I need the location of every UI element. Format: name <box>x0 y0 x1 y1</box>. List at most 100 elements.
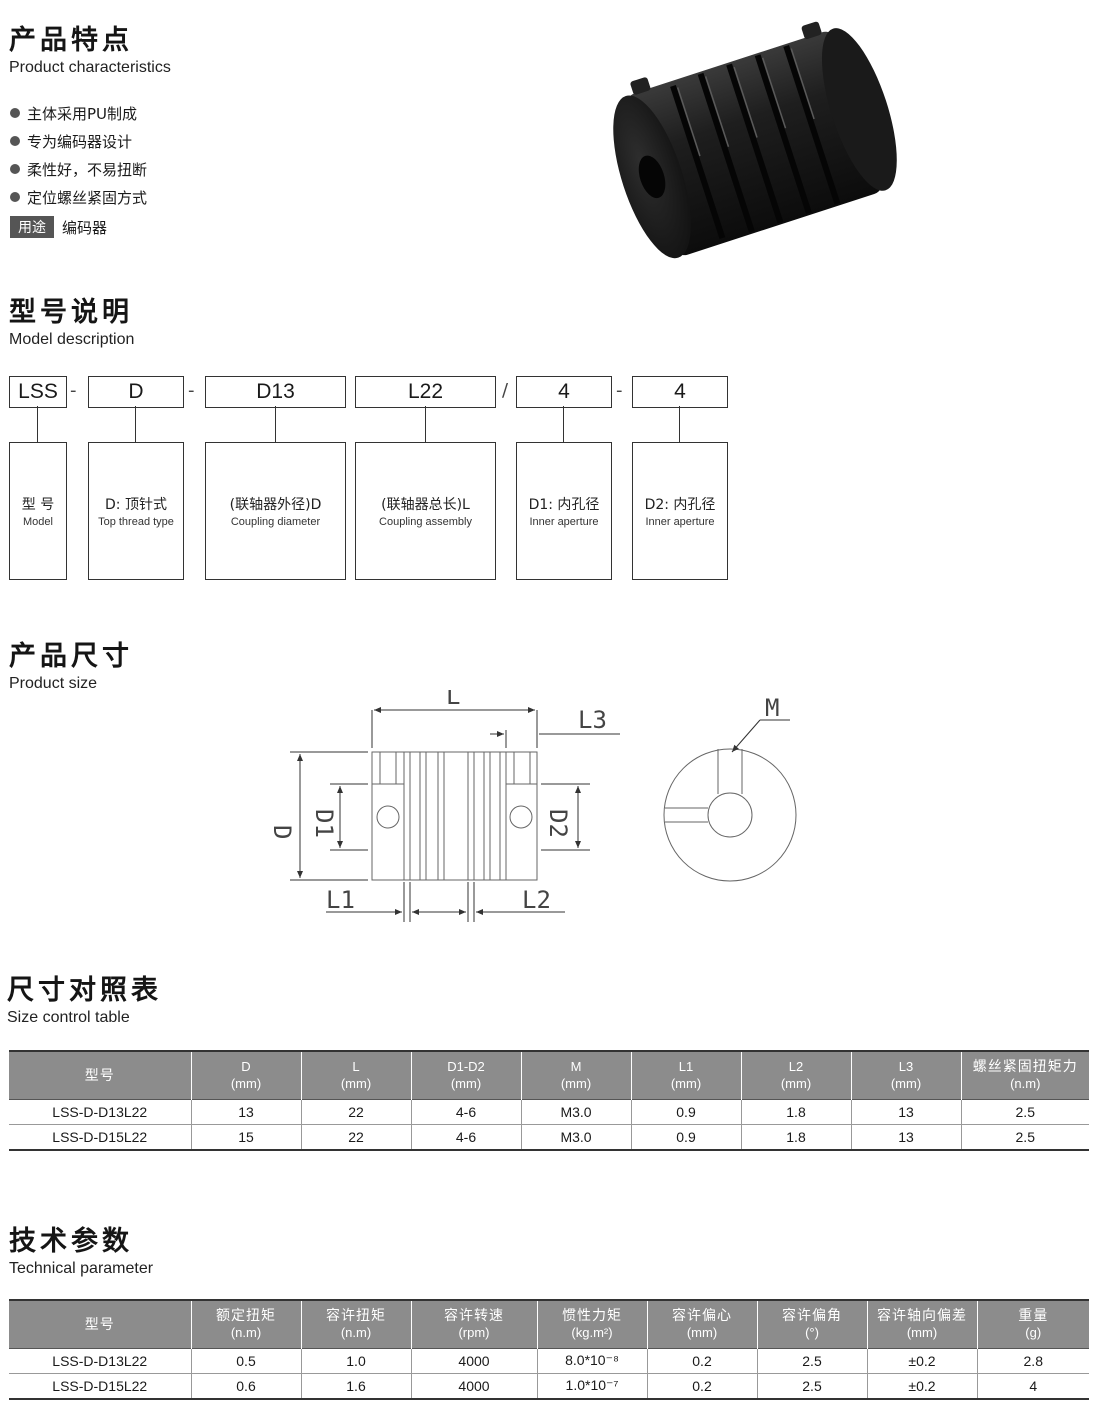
header-cell: 额定扭矩(n.m) <box>191 1300 302 1348</box>
size-table-title-cn: 尺寸对照表 <box>7 975 162 1006</box>
desc-en: Top thread type <box>98 516 174 528</box>
table-cell: LSS-D-D15L22 <box>9 1124 192 1151</box>
size-title-cn: 产品尺寸 <box>9 641 133 672</box>
table-cell: 4 <box>977 1373 1089 1400</box>
desc-en: Inner aperture <box>529 516 599 528</box>
table-cell: 1.8 <box>741 1124 852 1151</box>
feature-text: 柔性好，不易扭断 <box>27 160 148 179</box>
desc-cn: D: 顶针式 <box>105 497 167 513</box>
tech-table-title-en: Technical parameter <box>9 1260 154 1277</box>
table-cell: 1.0 <box>301 1347 412 1374</box>
table-cell: 8.0*10⁻⁸ <box>537 1347 648 1374</box>
use-value: 编码器 <box>62 218 108 237</box>
connector-line <box>37 406 38 442</box>
model-separator: - <box>70 380 77 401</box>
table-cell: 2.5 <box>757 1373 868 1400</box>
table-cell: 1.8 <box>741 1098 852 1125</box>
connector-line <box>563 406 564 442</box>
header-cell: 型号 <box>9 1051 192 1099</box>
table-cell: 22 <box>301 1098 412 1125</box>
dim-label-L: L <box>446 690 460 710</box>
desc-cn: 型 号 <box>21 497 55 513</box>
model-desc-box: D1: 内孔径 Inner aperture <box>516 442 612 580</box>
model-separator: - <box>188 380 195 401</box>
connector-line <box>135 406 136 442</box>
table-cell: ±0.2 <box>867 1347 978 1374</box>
model-code: D13 <box>256 380 295 403</box>
table-cell: 2.5 <box>961 1098 1089 1125</box>
bullet-icon <box>10 164 20 174</box>
table-cell: 2.5 <box>757 1347 868 1374</box>
table-cell: 2.8 <box>977 1347 1089 1374</box>
product-image <box>613 21 897 259</box>
header-cell: 容许扭矩(n.m) <box>301 1300 412 1348</box>
model-code-box: 4 <box>632 376 728 408</box>
model-code-box: LSS <box>9 376 67 408</box>
table-cell: 0.5 <box>191 1347 302 1374</box>
model-separator: / <box>502 380 509 401</box>
dim-label-M: M <box>765 694 779 722</box>
table-cell: LSS-D-D15L22 <box>9 1373 192 1400</box>
size-table: 型号 D(mm) L(mm) D1-D2(mm) M(mm) L1(mm) L2… <box>9 1050 1089 1151</box>
feature-item: 专为编码器设计 <box>10 130 147 152</box>
header-cell: D(mm) <box>191 1051 302 1099</box>
table-cell: 13 <box>851 1124 962 1151</box>
header-cell: L2(mm) <box>741 1051 852 1099</box>
size-table-title-en: Size control table <box>7 1009 130 1026</box>
bullet-icon <box>10 108 20 118</box>
connector-line <box>275 406 276 442</box>
table-cell: 0.9 <box>631 1098 742 1125</box>
header-cell: D1-D2(mm) <box>411 1051 522 1099</box>
table-cell: 4-6 <box>411 1124 522 1151</box>
table-cell: LSS-D-D13L22 <box>9 1347 192 1374</box>
table-cell: M3.0 <box>521 1124 632 1151</box>
model-code-box: 4 <box>516 376 612 408</box>
dim-label-L2: L2 <box>522 886 551 914</box>
table-row: LSS-D-D15L22 15 22 4-6 M3.0 0.9 1.8 13 2… <box>9 1124 1089 1151</box>
desc-cn: (联轴器外径)D <box>229 497 322 513</box>
features-title-en: Product characteristics <box>9 59 171 76</box>
header-cell: L(mm) <box>301 1051 412 1099</box>
table-cell: LSS-D-D13L22 <box>9 1098 192 1125</box>
model-code-box: D <box>88 376 184 408</box>
header-cell: L1(mm) <box>631 1051 742 1099</box>
table-row: LSS-D-D13L22 0.5 1.0 4000 8.0*10⁻⁸ 0.2 2… <box>9 1347 1089 1374</box>
model-code: 4 <box>558 380 570 403</box>
header-cell: 重量(g) <box>977 1300 1089 1348</box>
features-title-cn: 产品特点 <box>9 25 133 56</box>
table-cell: 4000 <box>411 1347 538 1374</box>
bullet-icon <box>10 136 20 146</box>
table-cell: 1.6 <box>301 1373 412 1400</box>
header-cell: 容许轴向偏差(mm) <box>867 1300 978 1348</box>
feature-item: 定位螺丝紧固方式 <box>10 186 147 208</box>
table-cell: M3.0 <box>521 1098 632 1125</box>
table-cell: ±0.2 <box>867 1373 978 1400</box>
model-code: 4 <box>674 380 686 403</box>
dim-label-L3: L3 <box>578 706 607 734</box>
header-cell: 容许偏心(mm) <box>647 1300 758 1348</box>
feature-text: 定位螺丝紧固方式 <box>27 188 148 207</box>
dim-label-L1: L1 <box>326 886 355 914</box>
model-code-box: L22 <box>355 376 496 408</box>
table-cell: 4000 <box>411 1373 538 1400</box>
dim-label-D: D <box>268 825 296 839</box>
dim-label-D1: D1 <box>310 809 338 838</box>
table-row: LSS-D-D15L22 0.6 1.6 4000 1.0*10⁻⁷ 0.2 2… <box>9 1373 1089 1400</box>
tech-table-header: 型号 额定扭矩(n.m) 容许扭矩(n.m) 容许转速(rpm) 惯性力矩(kg… <box>9 1300 1089 1348</box>
desc-cn: D1: 内孔径 <box>528 497 600 513</box>
bullet-icon <box>10 192 20 202</box>
feature-text: 专为编码器设计 <box>27 132 133 151</box>
tech-table-title-cn: 技术参数 <box>9 1226 133 1257</box>
table-cell: 0.6 <box>191 1373 302 1400</box>
header-cell: M(mm) <box>521 1051 632 1099</box>
model-desc-box: (联轴器外径)D Coupling diameter <box>205 442 346 580</box>
feature-item: 柔性好，不易扭断 <box>10 158 147 180</box>
desc-cn: (联轴器总长)L <box>381 497 470 513</box>
dim-label-D2: D2 <box>544 809 572 838</box>
model-separator: - <box>616 380 623 401</box>
table-cell: 4-6 <box>411 1098 522 1125</box>
header-cell: 惯性力矩(kg.m²) <box>537 1300 648 1348</box>
table-cell: 13 <box>191 1098 302 1125</box>
header-cell: L3(mm) <box>851 1051 962 1099</box>
header-cell: 容许偏角(°) <box>757 1300 868 1348</box>
